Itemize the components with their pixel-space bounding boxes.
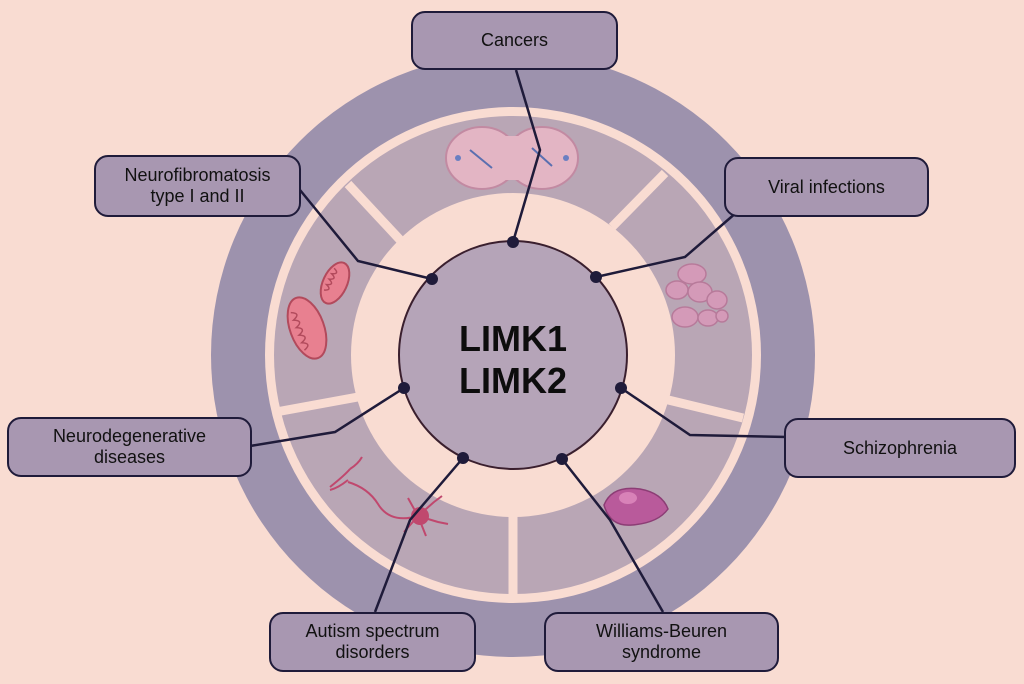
label-autism-line2: disorders: [335, 642, 410, 662]
dividing-cell-illustration: [445, 126, 579, 190]
connector-cancers: [511, 69, 542, 243]
dot-viral: [590, 271, 602, 283]
connector-neurodegenerative: [249, 386, 405, 448]
label-williams-line2: syndrome: [621, 642, 702, 662]
divider-top-left: [344, 180, 406, 246]
label-neurofibromatosis: Neurofibromatosis type I and II: [94, 155, 301, 217]
connector-neurofibromatosis: [299, 189, 433, 281]
segment-dividers: [275, 169, 745, 595]
divider-right: [658, 393, 745, 423]
label-cancers: Cancers: [411, 11, 618, 70]
connector-dots: [398, 236, 627, 465]
label-schizophrenia: Schizophrenia: [784, 418, 1016, 478]
divider-left: [275, 392, 359, 417]
connector-viral: [595, 211, 738, 279]
virus-illustration: [665, 263, 729, 328]
label-viral-infections-text: Viral infections: [768, 176, 885, 197]
label-schizophrenia-text: Schizophrenia: [842, 437, 958, 458]
connector-williams: [561, 458, 665, 613]
cell-illustration: [603, 487, 669, 526]
label-autism-line1: Autism spectrum: [305, 621, 440, 641]
dot-schizophrenia: [615, 382, 627, 394]
dot-neurodegenerative: [398, 382, 410, 394]
label-neurofibromatosis-line1: Neurofibromatosis: [124, 165, 271, 185]
mitochondria-illustration: [286, 261, 351, 360]
connector-lines: [249, 69, 789, 613]
label-williams-beuren: Williams-Beuren syndrome: [544, 612, 779, 672]
label-williams-line1: Williams-Beuren: [595, 621, 728, 641]
center-label: LIMK1 LIMK2: [413, 318, 613, 402]
center-label-limk1: LIMK1: [459, 318, 567, 359]
divider-top-right: [608, 169, 669, 231]
connector-autism: [373, 457, 464, 613]
label-neurodegenerative-line1: Neurodegenerative: [52, 426, 207, 446]
dot-neurofibromatosis: [426, 273, 438, 285]
label-cancers-text: Cancers: [480, 30, 549, 50]
label-neurofibromatosis-line2: type I and II: [150, 186, 245, 206]
dot-autism: [457, 452, 469, 464]
dot-cancers: [507, 236, 519, 248]
label-neurodegenerative-line2: diseases: [93, 447, 166, 467]
label-viral-infections: Viral infections: [724, 157, 929, 217]
connector-schizophrenia: [620, 386, 789, 439]
label-autism: Autism spectrum disorders: [269, 612, 476, 672]
center-label-limk2: LIMK2: [459, 360, 567, 401]
dot-williams: [556, 453, 568, 465]
label-neurodegenerative: Neurodegenerative diseases: [7, 417, 252, 477]
